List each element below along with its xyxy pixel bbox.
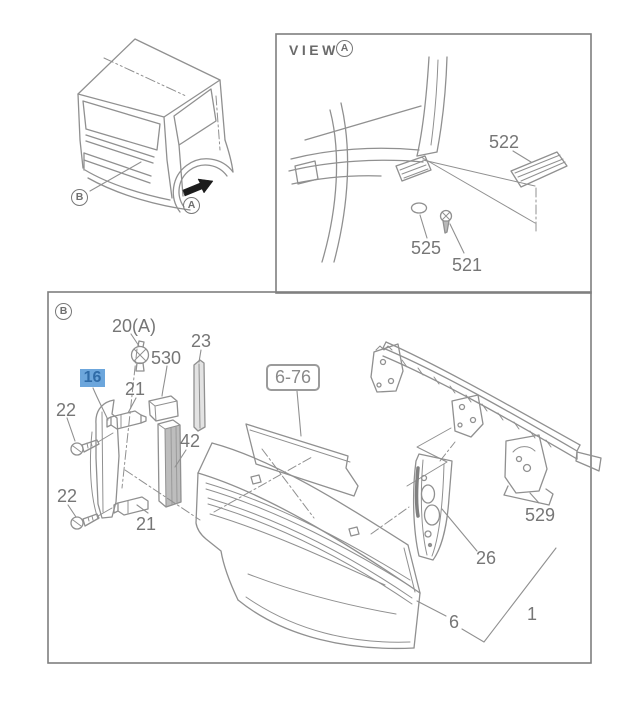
part-521-screw bbox=[439, 209, 453, 234]
part-16-bracket bbox=[89, 399, 120, 520]
view-a-drawing bbox=[288, 56, 568, 263]
ref-6-76-sheet bbox=[245, 423, 359, 497]
overview-callout-b: B bbox=[71, 189, 88, 206]
part-label-20a[interactable]: 20(A) bbox=[112, 316, 157, 336]
part-20a-clip bbox=[130, 340, 150, 372]
overview-callout-a: A bbox=[183, 197, 200, 214]
step-mount-hatch bbox=[395, 155, 432, 182]
part-529-bracket bbox=[503, 434, 554, 506]
part-label-22-lower[interactable]: 22 bbox=[57, 486, 78, 506]
part-1-cross-member bbox=[370, 341, 602, 487]
section-b-box bbox=[47, 291, 592, 664]
part-label-42[interactable]: 42 bbox=[180, 431, 201, 451]
overview-truck-drawing bbox=[77, 38, 234, 213]
section-b-letter: B bbox=[55, 303, 72, 320]
part-label-23[interactable]: 23 bbox=[191, 331, 212, 351]
section-b-drawing bbox=[66, 333, 602, 650]
part-21-upper-clip bbox=[106, 410, 147, 430]
part-label-522[interactable]: 522 bbox=[489, 132, 520, 152]
part-525-grommet bbox=[410, 202, 428, 214]
part-530-block bbox=[148, 395, 179, 422]
part-26-bracket bbox=[412, 453, 453, 561]
part-21-lower-clip bbox=[113, 496, 149, 516]
view-a-title: VIEW bbox=[289, 42, 339, 58]
part-6-front-panel bbox=[195, 442, 421, 650]
part-label-21-lower[interactable]: 21 bbox=[136, 514, 157, 534]
view-a-box bbox=[275, 33, 592, 294]
part-23-strip bbox=[193, 359, 206, 432]
part-label-525[interactable]: 525 bbox=[411, 238, 442, 258]
part-label-1[interactable]: 1 bbox=[527, 604, 538, 624]
part-label-16-highlighted[interactable]: 16 bbox=[80, 369, 105, 387]
part-label-529[interactable]: 529 bbox=[525, 505, 556, 525]
part-label-21-upper[interactable]: 21 bbox=[125, 379, 146, 399]
part-22-upper-screw bbox=[70, 432, 114, 456]
part-label-22-upper[interactable]: 22 bbox=[56, 400, 77, 420]
leader-lines bbox=[66, 333, 557, 643]
part-label-6[interactable]: 6 bbox=[449, 612, 460, 632]
datum-lines bbox=[121, 348, 456, 535]
part-42-strip bbox=[157, 419, 182, 508]
part-label-530[interactable]: 530 bbox=[151, 348, 182, 368]
part-label-26[interactable]: 26 bbox=[476, 548, 497, 568]
ref-label-6-76[interactable]: 6-76 bbox=[266, 364, 321, 391]
part-522-step-plate bbox=[510, 151, 568, 188]
part-label-521[interactable]: 521 bbox=[452, 255, 483, 275]
view-direction-arrow-icon bbox=[182, 178, 214, 197]
part-22-lower-screw bbox=[70, 507, 113, 530]
view-a-letter: A bbox=[336, 40, 353, 57]
